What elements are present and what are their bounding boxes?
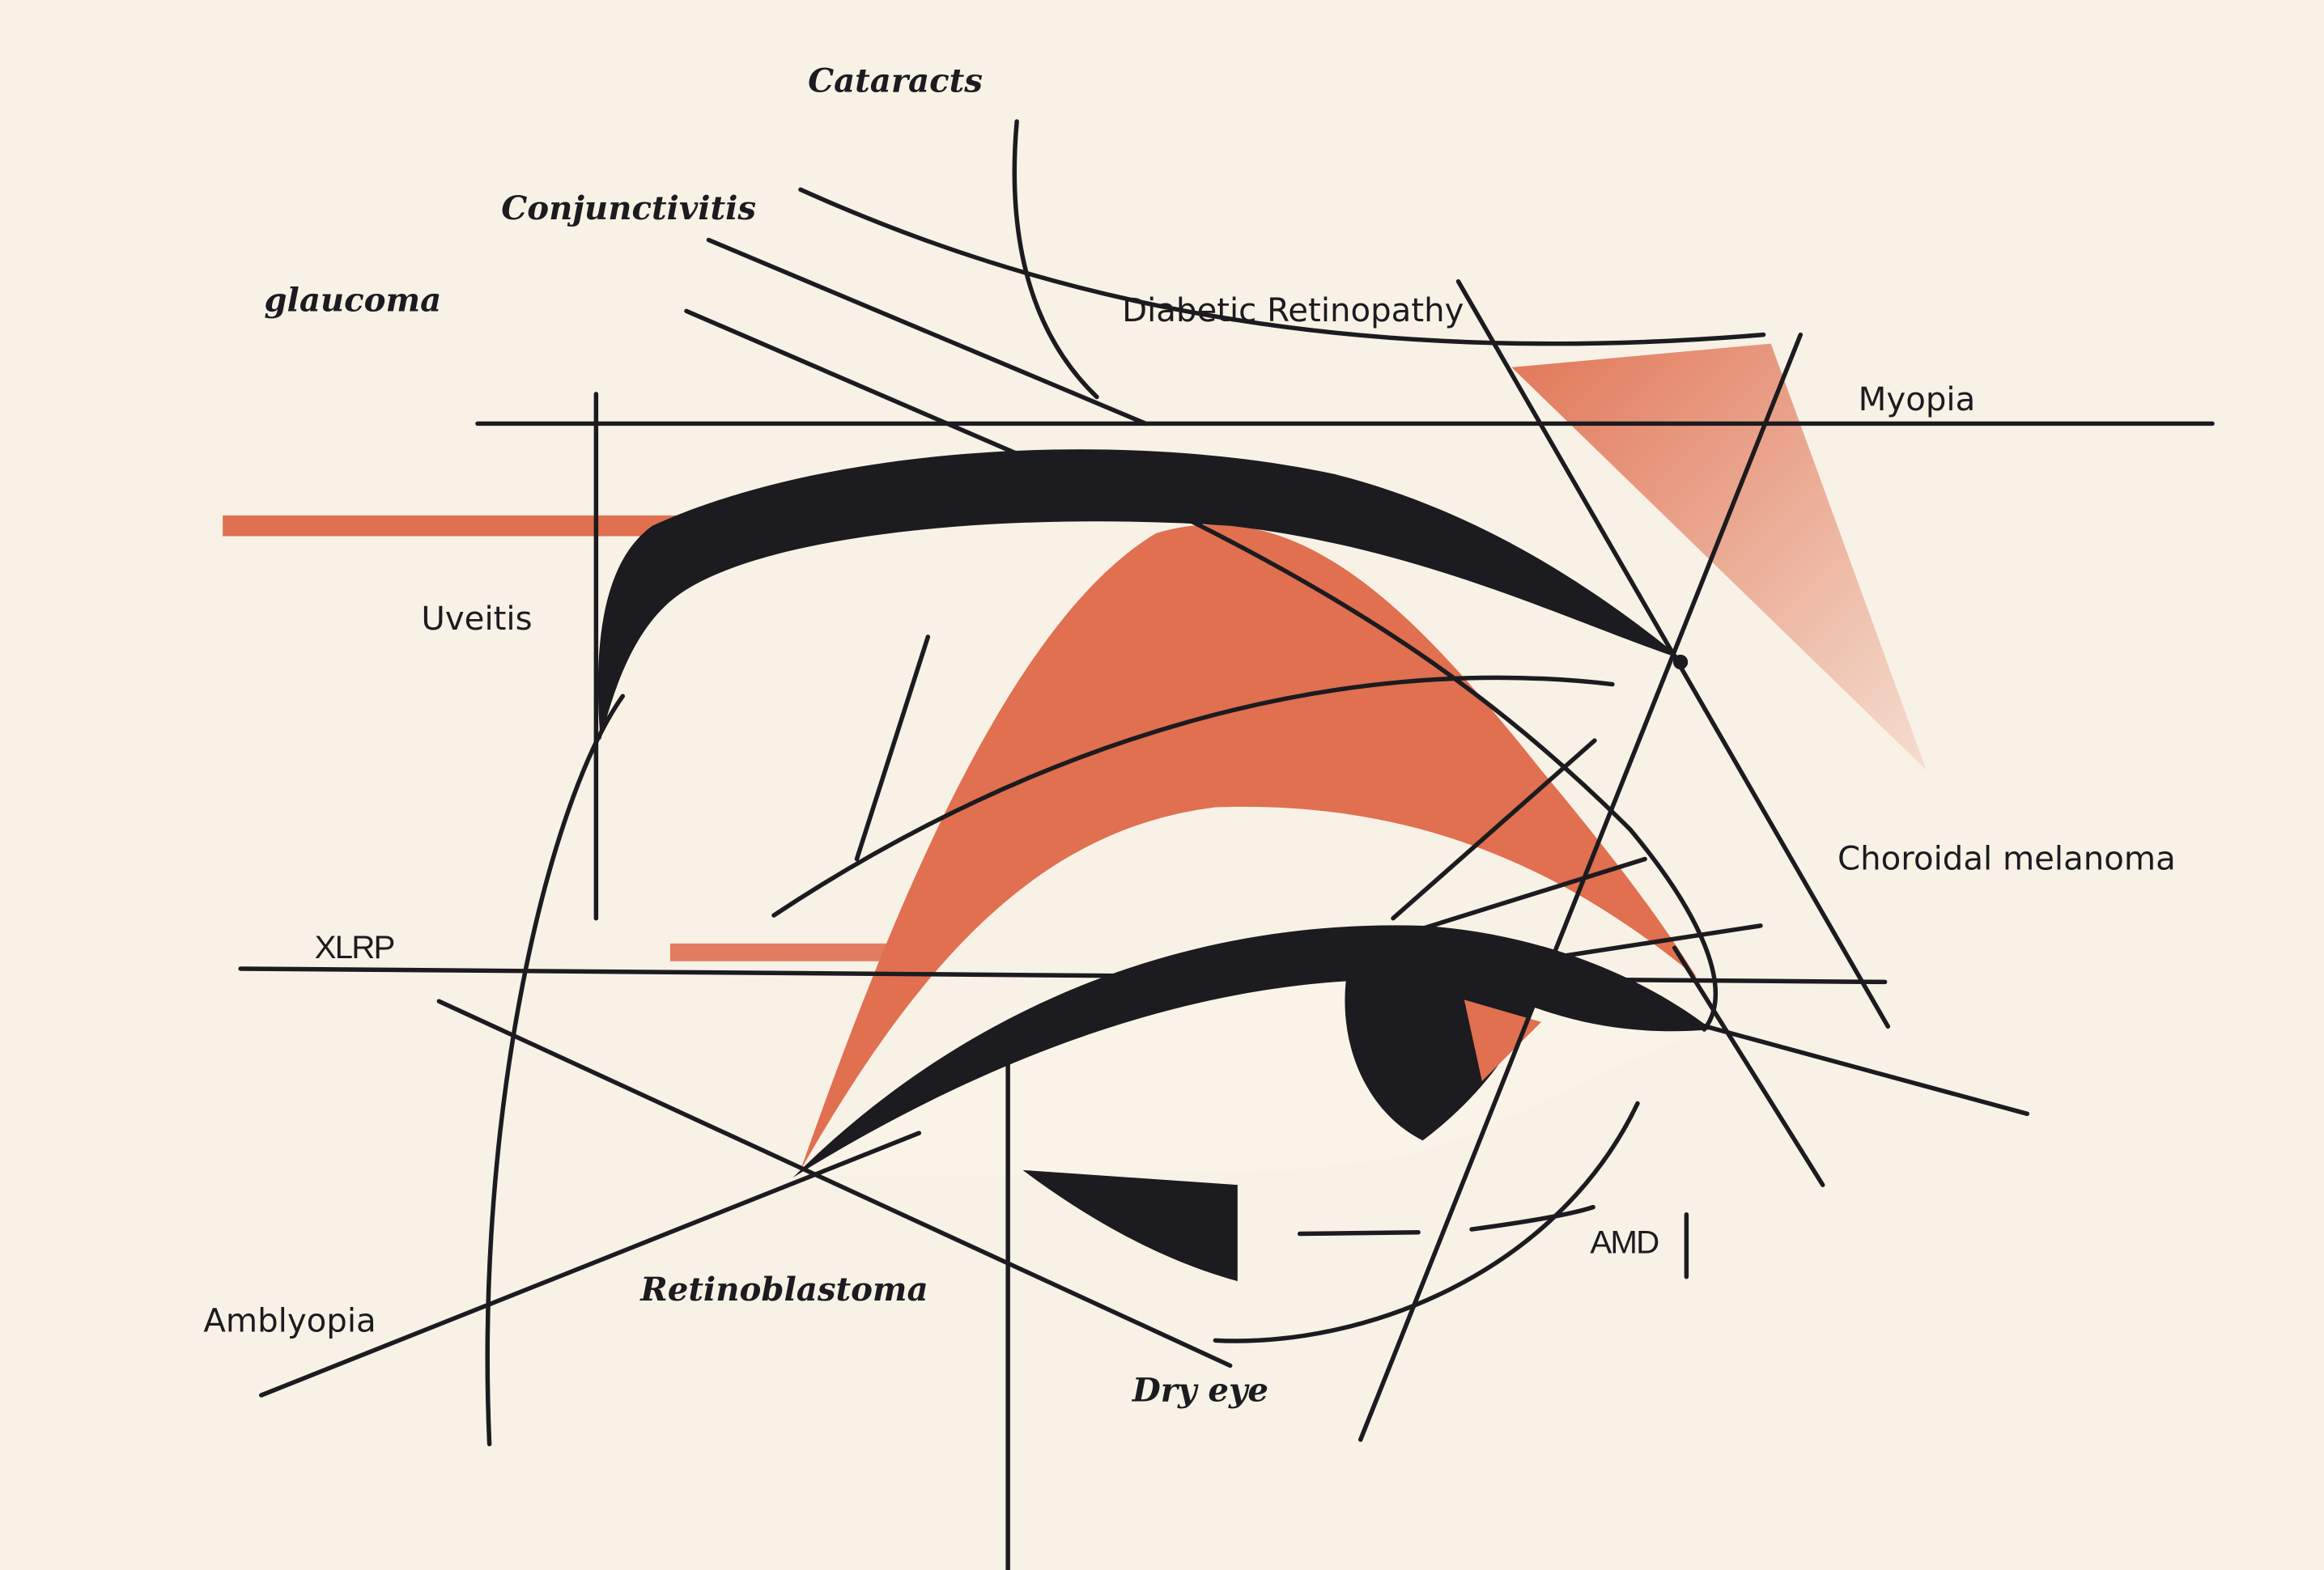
- label-glaucoma: glaucoma: [264, 281, 441, 319]
- label-amd: AMD: [1590, 1224, 1659, 1260]
- lower-lash-shape: [1022, 1169, 1238, 1282]
- orange-bar-xlrp: [669, 943, 934, 961]
- eyebrow-shape: [597, 449, 1682, 741]
- label-uveitis: Uveitis: [421, 600, 532, 638]
- label-choroidal-melanoma: Choroidal melanoma: [1838, 840, 2176, 877]
- orange-triangle-top-right: [1511, 343, 1927, 770]
- construction-lines: [238, 119, 2215, 1570]
- label-amblyopia: Amblyopia: [203, 1302, 376, 1339]
- iris-highlight: [1464, 999, 1542, 1082]
- label-xlrp: XLRP: [315, 929, 394, 965]
- label-cataracts: Cataracts: [808, 62, 983, 100]
- label-retinoblastoma: Retinoblastoma: [639, 1271, 928, 1309]
- label-conjunctivitis: Conjunctivitis: [501, 189, 756, 227]
- label-myopia: Myopia: [1859, 381, 1976, 418]
- label-diabetic-retinopathy: Diabetic Retinopathy: [1122, 292, 1464, 329]
- orange-brow-shape: [800, 524, 1697, 1170]
- intersection-dot: [1672, 654, 1689, 670]
- label-dry-eye: Dry eye: [1132, 1371, 1268, 1409]
- iris: [1345, 962, 1542, 1141]
